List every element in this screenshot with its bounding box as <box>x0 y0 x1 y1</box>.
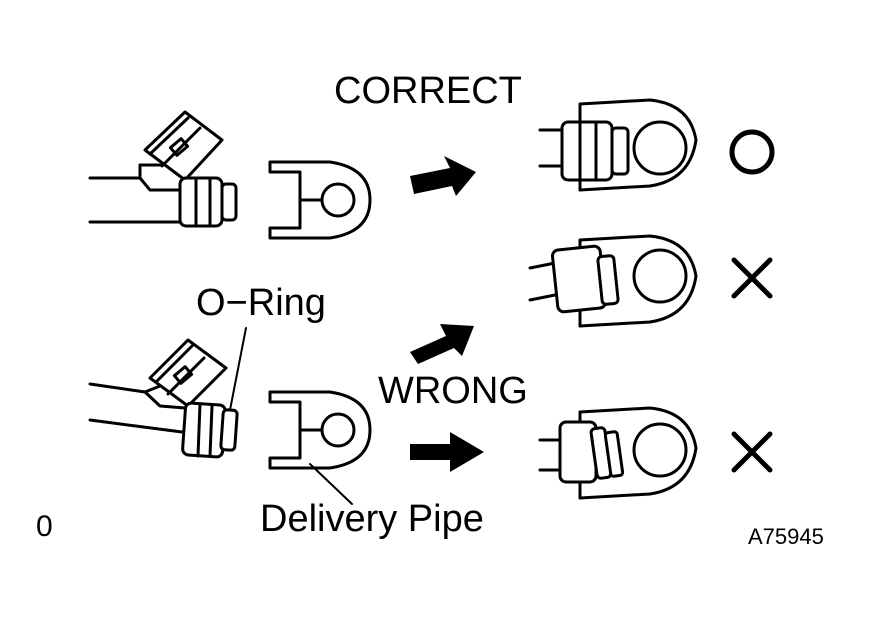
assembled-wrong-1 <box>528 234 698 328</box>
delivery-pipe-bottom <box>268 390 372 470</box>
arrow-right-icon <box>410 432 484 472</box>
o-ring-label: O−Ring <box>196 282 326 324</box>
injector-top-left <box>88 110 238 228</box>
arrow-right-icon <box>410 324 474 364</box>
assembled-wrong-2 <box>538 406 698 500</box>
circle-icon <box>729 129 775 175</box>
cross-icon <box>731 257 773 299</box>
corner-mark: 0 <box>36 510 53 543</box>
arrow-right-icon <box>410 156 476 196</box>
delivery-pipe-top <box>268 160 372 240</box>
o-ring-leader-line <box>229 327 247 411</box>
cross-icon <box>731 431 773 473</box>
wrong-label: WRONG <box>378 370 528 412</box>
figure-id: A75945 <box>748 524 824 549</box>
delivery-pipe-leader-line <box>309 463 353 505</box>
assembled-correct <box>538 98 698 192</box>
injector-bottom-left <box>88 338 239 459</box>
correct-label: CORRECT <box>334 70 522 112</box>
delivery-pipe-label: Delivery Pipe <box>260 498 484 540</box>
